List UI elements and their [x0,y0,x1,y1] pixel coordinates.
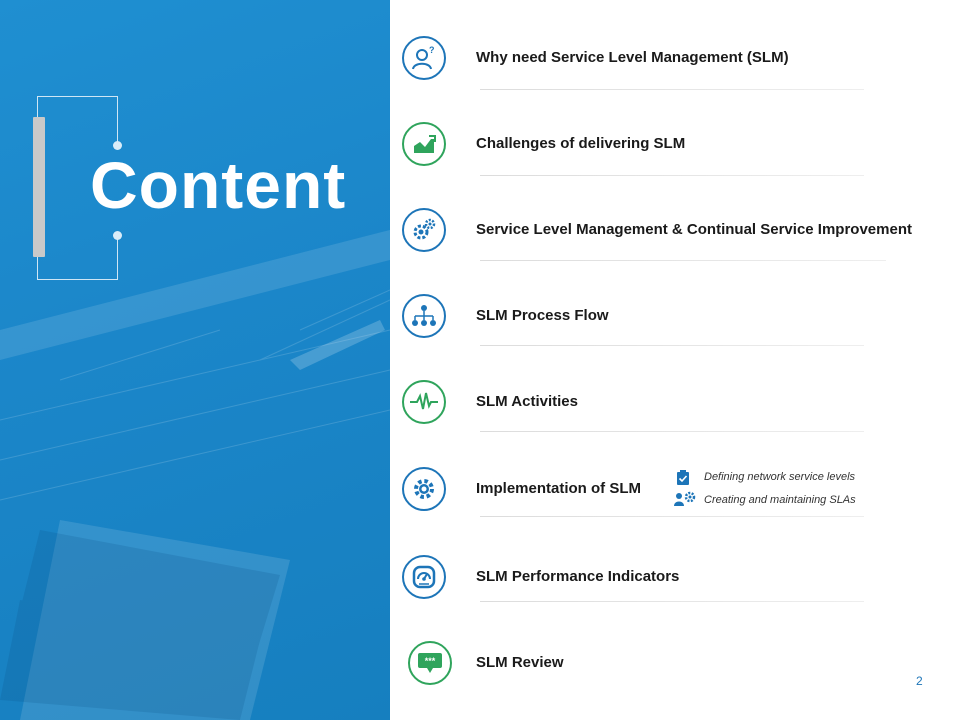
growth-chart-icon [402,122,446,166]
agenda-item-label: Challenges of delivering SLM [476,135,686,152]
agenda-item-label: SLM Performance Indicators [476,568,680,585]
agenda-item-label: SLM Activities [476,393,578,410]
separator [480,175,864,176]
agenda-item-6[interactable]: Implementation of SLM [402,467,662,513]
agenda-item-label: Why need Service Level Management (SLM) [476,49,789,66]
background-photo [0,230,390,720]
frame-dot-top [113,141,122,150]
frame-right-top [117,96,118,146]
agenda-item-8[interactable]: *** SLM Review [402,641,922,687]
gear-icon [402,467,446,511]
agenda-item-1[interactable]: ? Why need Service Level Management (SLM… [402,36,922,82]
accent-bar [33,117,45,257]
people-gear-icon [674,491,696,512]
user-question-icon: ? [402,36,446,80]
agenda-item-label: Implementation of SLM [476,480,641,497]
implementation-sub-item-1: Defining network service levels [704,471,856,483]
gauge-icon [402,555,446,599]
clipboard-check-icon [676,470,690,491]
agenda-item-label: SLM Process Flow [476,307,609,324]
agenda-item-3[interactable]: Service Level Management & Continual Ser… [402,208,947,254]
agenda-item-label: Service Level Management & Continual Ser… [476,221,912,238]
agenda-item-2[interactable]: Challenges of delivering SLM [402,122,922,168]
agenda-item-label: SLM Review [476,654,564,671]
implementation-sub-item-2: Creating and maintaining SLAs [704,494,856,506]
page-number: 2 [916,674,923,688]
separator [480,260,886,261]
separator [480,516,864,517]
frame-right-bottom [117,236,118,280]
agenda-item-7[interactable]: SLM Performance Indicators [402,555,922,601]
svg-text:***: *** [425,656,436,666]
svg-text:?: ? [429,45,435,55]
separator [480,431,864,432]
frame-bottom [37,279,118,280]
gears-icon [402,208,446,252]
hierarchy-icon [402,294,446,338]
agenda-item-5[interactable]: SLM Activities [402,380,922,426]
frame-top [37,96,118,97]
chat-bubble-icon: *** [408,641,452,685]
pulse-icon [402,380,446,424]
separator [480,601,864,602]
separator [480,89,864,90]
agenda-item-4[interactable]: SLM Process Flow [402,294,922,340]
separator [480,345,864,346]
frame-dot-bottom [113,231,122,240]
slide-title: Content [90,148,347,222]
left-panel: Content [0,0,390,720]
